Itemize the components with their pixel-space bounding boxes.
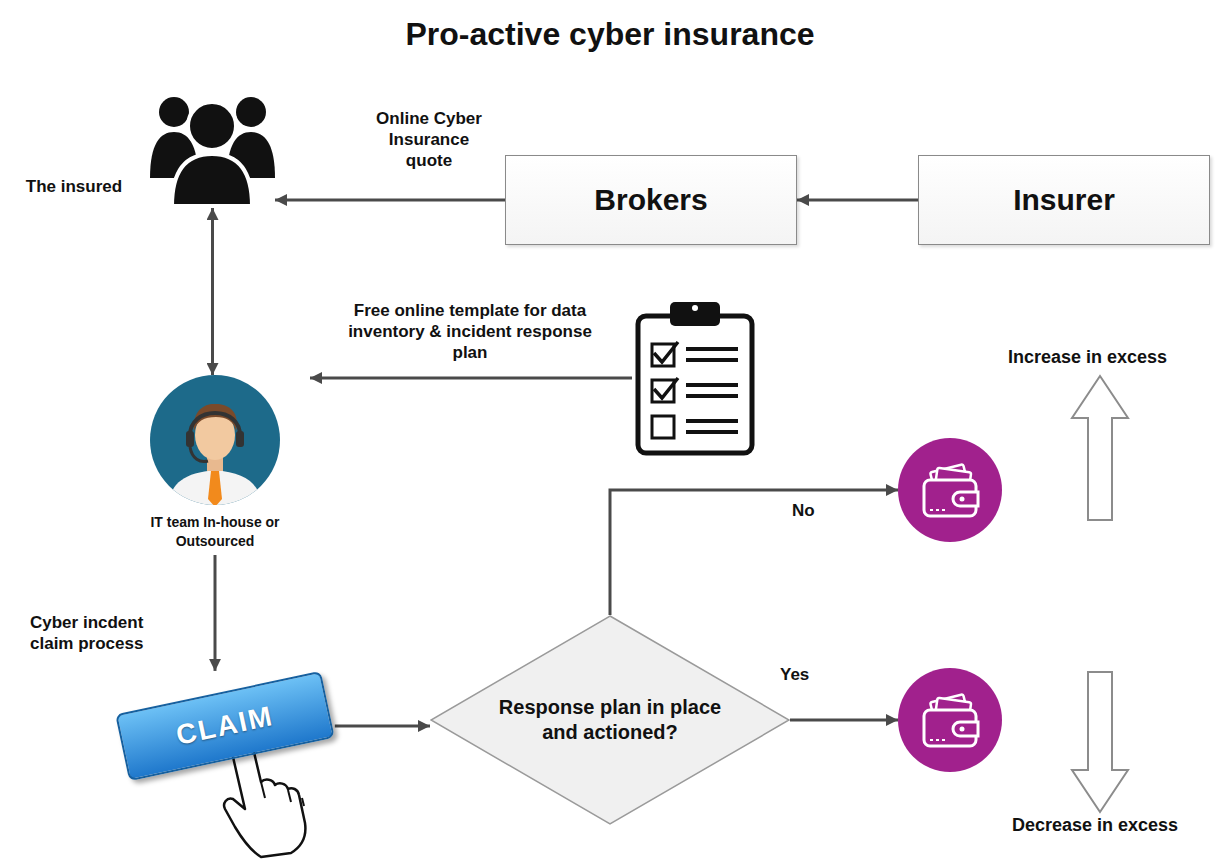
template-clipboard: Free online template for data inventory … (632, 298, 758, 458)
down-arrow-shape (1072, 672, 1128, 812)
up-arrow (1072, 376, 1128, 520)
up-arrow-shape (1072, 376, 1128, 520)
connector-arrow (214, 555, 217, 671)
template-label: Free online template for data inventory … (334, 300, 606, 363)
claim-button: CLAIM (115, 671, 335, 781)
it-team-label: IT team In-house or Outsourced (120, 513, 310, 551)
wallet-icon (898, 438, 1002, 542)
connector-arrow (610, 490, 898, 615)
hand-finger-lines (261, 782, 304, 806)
edge-label: Yes (778, 664, 842, 685)
diagram-title: Pro-active cyber insurance (0, 16, 1220, 53)
decision-diamond: Response plan in place and actioned? (430, 615, 790, 825)
connector-arrow (790, 719, 898, 722)
excess-label: Decrease in excess (1012, 814, 1217, 836)
connector-arrow (310, 377, 632, 380)
process-box: Insurer (918, 155, 1210, 245)
edge-label: Online Cyber Insurance quote (362, 108, 496, 171)
excess-label: Increase in excess (1008, 346, 1213, 368)
connector-arrow (797, 199, 918, 202)
box-label: Insurer (1013, 183, 1115, 217)
claim-label: CLAIM (173, 700, 276, 752)
connector-arrow (335, 725, 430, 728)
wallet-increase: Increase in excess (898, 438, 1002, 542)
connector-arrow (275, 199, 505, 202)
it-team-node: IT team In-house or Outsourced (120, 375, 310, 555)
process-box: Brokers (505, 155, 797, 245)
edge-label: No (790, 500, 854, 521)
down-arrow (1072, 672, 1128, 812)
insured-icon: The insured (150, 78, 275, 208)
insured-label: The insured (8, 176, 140, 197)
it-avatar (150, 375, 280, 505)
people-icon (150, 78, 275, 208)
wallet-decrease: Decrease in excess (898, 668, 1002, 772)
connector-arrow (211, 208, 214, 375)
decision-label: Response plan in place and actioned? (485, 695, 735, 745)
clipboard-icon (632, 298, 758, 458)
box-label: Brokers (594, 183, 707, 217)
edge-label: Cyber incdent claim process (28, 612, 182, 654)
diamond-outline (430, 615, 790, 825)
wallet-icon (898, 668, 1002, 772)
